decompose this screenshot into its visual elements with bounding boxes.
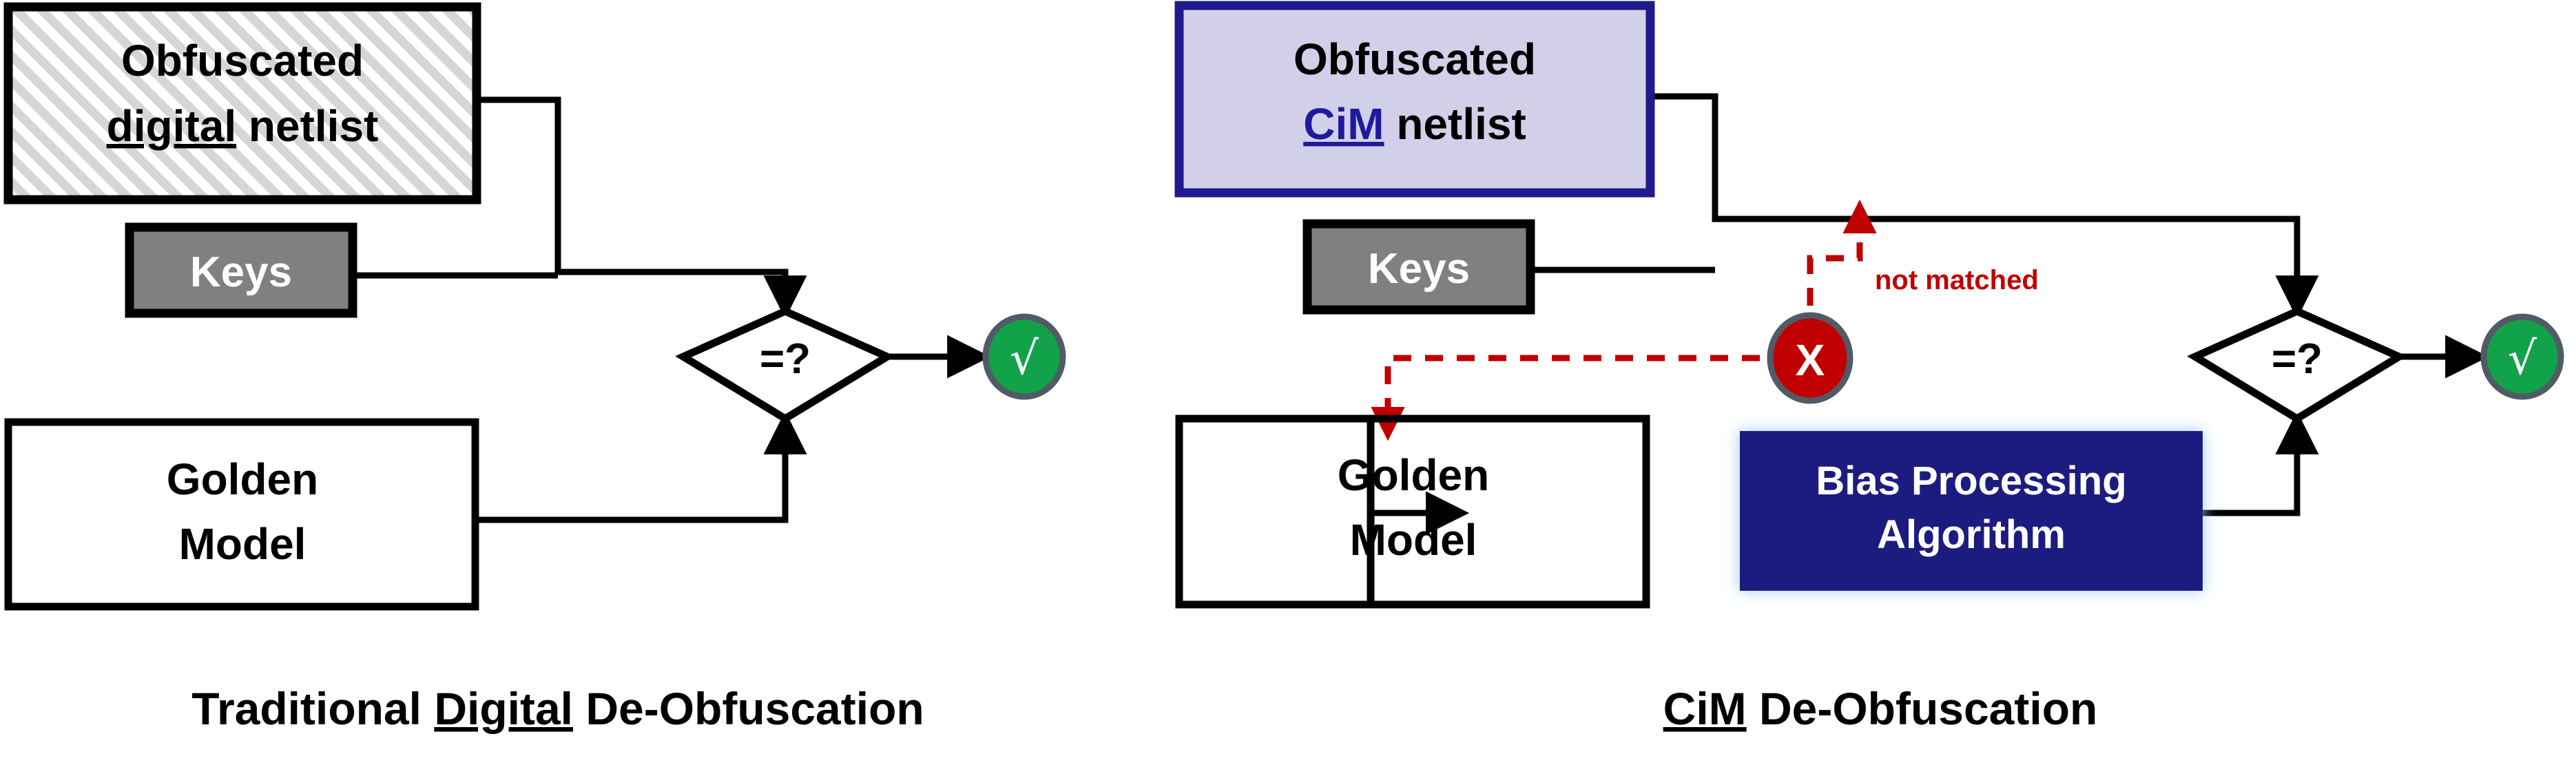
left-panel-group: Obfuscated digital netlist Keys Golden M… <box>3 2 1066 734</box>
left-obfuscated-rest: netlist <box>236 101 378 151</box>
right-obfuscated-rest: netlist <box>1384 99 1526 149</box>
right-compare-diamond-shape <box>2187 306 2407 423</box>
bias-processing-line1: Bias Processing <box>1816 459 2126 503</box>
wire-bias-to-compare <box>2201 410 2319 516</box>
right-result-circle[interactable]: √ <box>2480 313 2564 400</box>
left-obfuscated-underlined: digital <box>107 101 236 151</box>
right-obfuscated-netlist-rect <box>1174 1 1655 198</box>
right-result-circle-shape <box>2480 313 2564 400</box>
left-caption-underlined: Digital <box>434 683 573 734</box>
right-obfuscated-line1: Obfuscated <box>1294 34 1536 84</box>
fail-circle[interactable]: X <box>1767 312 1853 404</box>
check-icon: √ <box>1010 332 1039 385</box>
fail-circle-shape <box>1767 312 1853 404</box>
right-obfuscated-netlist-box[interactable]: Obfuscated CiM netlist <box>1174 1 1655 198</box>
x-icon: X <box>1796 335 1825 385</box>
left-obfuscated-netlist-box[interactable]: Obfuscated digital netlist <box>3 2 481 205</box>
left-caption: Traditional Digital De-Obfuscation <box>191 683 924 734</box>
bias-processing-line2: Algorithm <box>1877 512 2066 557</box>
left-golden-line2: Model <box>179 519 307 569</box>
left-result-circle[interactable]: √ <box>982 313 1066 400</box>
right-obfuscated-line2: CiM netlist <box>1303 99 1526 149</box>
right-golden-rect <box>1175 415 1375 609</box>
left-obfuscated-line2: digital netlist <box>107 101 379 151</box>
left-keys-rect <box>125 222 357 318</box>
left-keys-label: Keys <box>190 249 292 296</box>
right-keys-label: Keys <box>1368 245 1470 293</box>
left-obfuscated-line1: Obfuscated <box>121 36 364 85</box>
left-compare-label: =? <box>760 335 811 383</box>
right-caption-post: De-Obfuscation <box>1747 683 2098 734</box>
left-golden-model-box[interactable]: Golden Model <box>4 418 479 611</box>
left-caption-post: De-Obfuscation <box>573 683 924 734</box>
right-keys-box[interactable]: Keys <box>1302 219 1535 315</box>
right-golden-outline <box>1175 415 1650 609</box>
right-golden-model-box[interactable]: Golden Model <box>1175 415 1489 609</box>
left-compare-diamond-shape <box>675 306 895 423</box>
feedback-arrow-to-golden <box>1371 355 1760 441</box>
bias-processing-rect <box>1740 431 2203 591</box>
right-caption: CiM De-Obfuscation <box>1663 683 2098 734</box>
feedback-arrow-not-matched <box>1807 199 1877 337</box>
right-obfuscated-underlined: CiM <box>1303 99 1384 149</box>
bias-processing-box[interactable] <box>1740 431 2203 591</box>
wire-netlist-to-compare <box>477 96 807 319</box>
left-obfuscated-netlist-rect <box>3 2 481 205</box>
right-compare-diamond[interactable]: =? <box>2187 306 2407 423</box>
left-golden-line1: Golden <box>167 454 318 504</box>
wire-cim-netlist-to-compare <box>1650 93 2319 319</box>
left-result-circle-shape <box>982 313 1066 400</box>
check-icon-right: √ <box>2508 332 2537 385</box>
right-golden-line1: Golden <box>1338 450 1489 500</box>
not-matched-label: not matched <box>1875 265 2039 295</box>
right-keys-rect <box>1302 219 1535 315</box>
right-compare-label: =? <box>2272 335 2323 383</box>
left-keys-box[interactable]: Keys <box>125 222 357 318</box>
left-compare-diamond[interactable]: =? <box>675 306 895 423</box>
left-caption-pre: Traditional <box>191 683 434 734</box>
right-caption-underlined: CiM <box>1663 683 1747 734</box>
right-panel-group: not matched Obfuscated CiM netlist Keys … <box>1174 1 2564 734</box>
wire-golden-to-compare <box>475 410 807 523</box>
right-golden-line2: Model <box>1350 515 1477 565</box>
left-golden-rect <box>4 418 479 611</box>
